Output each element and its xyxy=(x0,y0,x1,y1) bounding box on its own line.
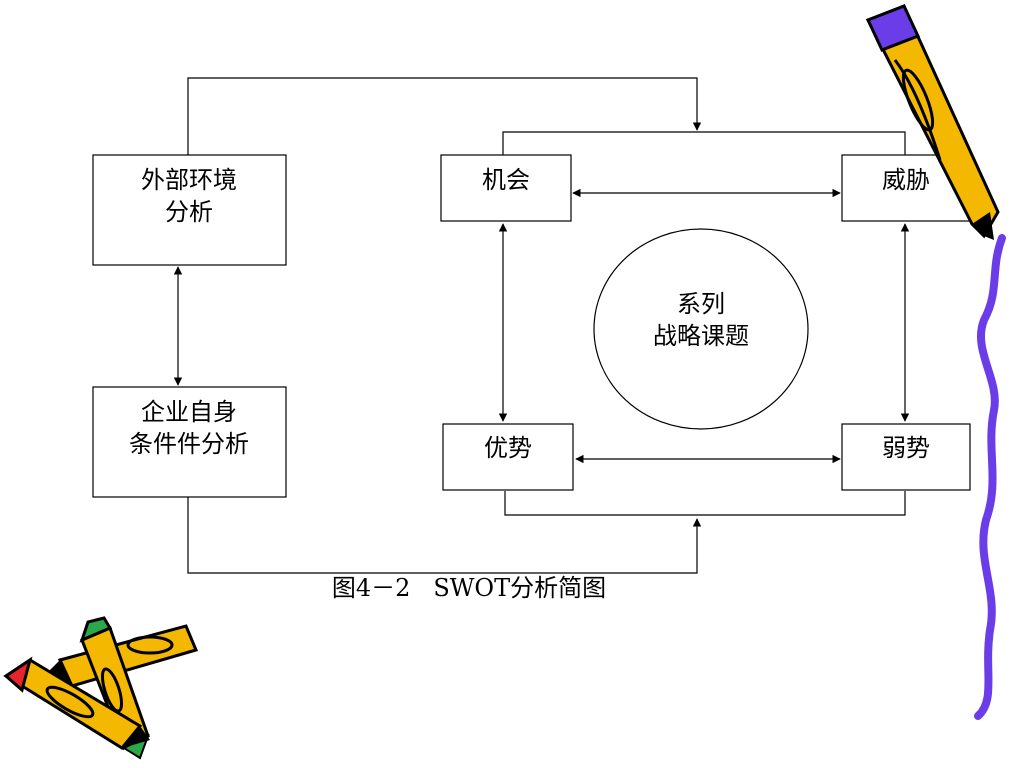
weakness-box xyxy=(841,423,971,491)
center-strategy-circle xyxy=(593,228,809,430)
wavy-line-decoration xyxy=(974,234,1006,720)
threat-label: 威胁 xyxy=(882,166,930,194)
center-label-2: 战略课题 xyxy=(653,322,749,350)
connector-internal-bottom xyxy=(187,497,702,574)
strength-label: 优势 xyxy=(484,434,532,462)
opportunity-box xyxy=(440,154,572,222)
center-label-1: 系列 xyxy=(677,290,725,318)
bracket-top xyxy=(502,131,906,155)
connector-external-top xyxy=(187,77,702,155)
internal-analysis-label-2: 条件件分析 xyxy=(129,430,249,458)
crossed-pencils-icon xyxy=(3,616,199,760)
weakness-label: 弱势 xyxy=(882,434,930,462)
opportunity-label: 机会 xyxy=(482,166,530,194)
external-analysis-box xyxy=(92,154,287,266)
internal-analysis-label-1: 企业自身 xyxy=(141,398,237,426)
figure-caption: 图4－2 SWOT分析简图 xyxy=(332,574,606,602)
strength-box xyxy=(442,423,574,491)
pencil-icon xyxy=(865,4,1000,240)
external-analysis-label-1: 外部环境 xyxy=(141,166,237,194)
connectors xyxy=(173,77,910,574)
bracket-bottom xyxy=(504,491,906,516)
external-analysis-label-2: 分析 xyxy=(165,198,213,226)
internal-analysis-box xyxy=(92,386,287,498)
